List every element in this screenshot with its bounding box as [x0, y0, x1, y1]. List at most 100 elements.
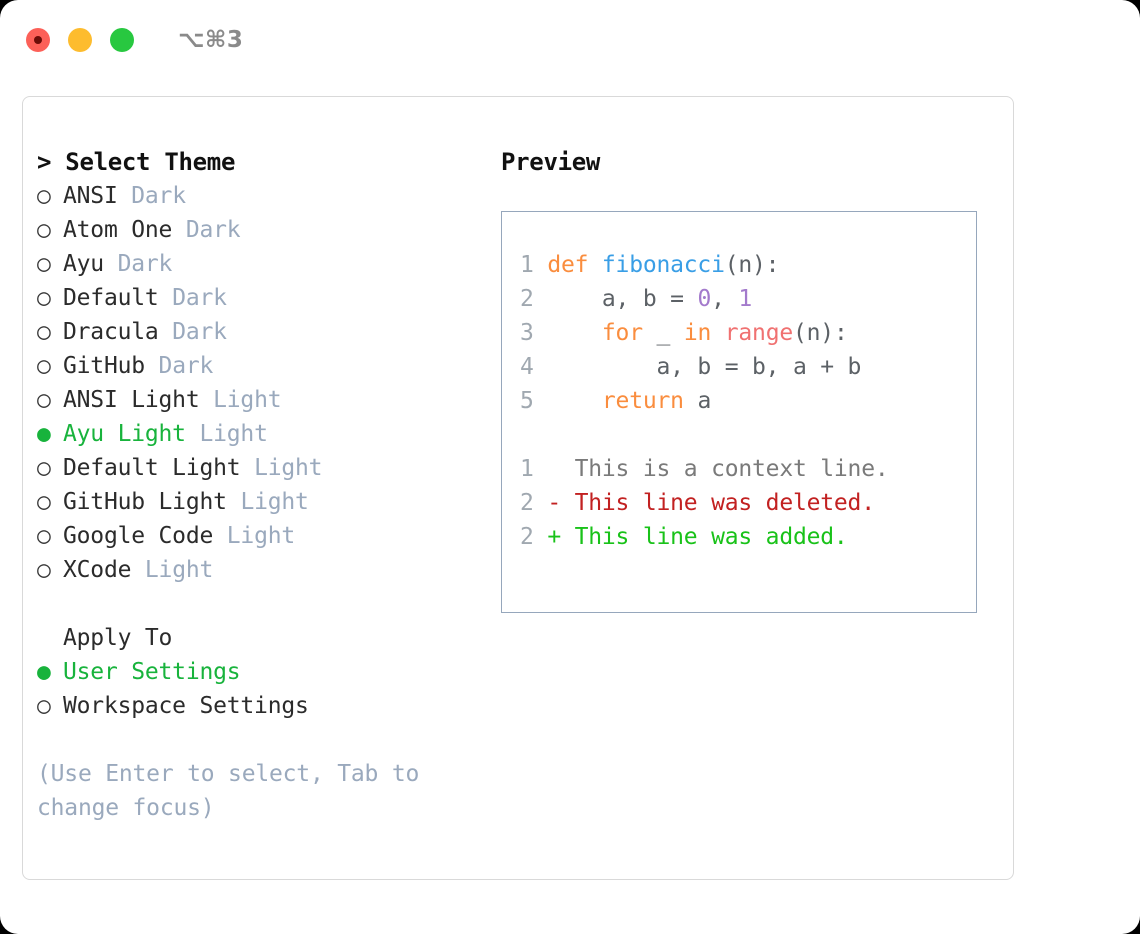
- theme-option-label: Dracula: [63, 319, 159, 345]
- recording-indicator-icon: [34, 36, 42, 44]
- line-number: 5: [520, 388, 534, 414]
- theme-option-default[interactable]: ○ Default Dark: [37, 281, 487, 315]
- theme-option-default-light[interactable]: ○ Default Light Light: [37, 451, 487, 485]
- code-token: ,: [711, 286, 739, 312]
- apply-to-option-label: User Settings: [63, 659, 241, 685]
- radio-unselected-icon: ○: [37, 455, 51, 481]
- code-token: (n):: [724, 252, 780, 278]
- theme-selector-column: > Select Theme ○ANSI Dark○Atom One Dark○…: [37, 145, 487, 825]
- theme-option-label: Atom One: [63, 217, 173, 243]
- theme-option-kind: Dark: [131, 183, 186, 209]
- theme-option-ansi-light[interactable]: ○ ANSI Light Light: [37, 383, 487, 417]
- theme-option-github[interactable]: ○GitHub Dark: [37, 349, 487, 383]
- theme-option-xcode[interactable]: ○ XCode Light: [37, 553, 487, 587]
- code-token: 1: [738, 286, 753, 312]
- diff-text: This line was deleted.: [574, 490, 875, 516]
- close-button[interactable]: [26, 28, 50, 52]
- radio-unselected-icon: ○: [37, 217, 51, 243]
- radio-unselected-icon: ○: [37, 489, 51, 515]
- radio-unselected-icon: ○: [37, 557, 51, 583]
- code-token: (n):: [793, 320, 848, 346]
- apply-to-option-label: Workspace Settings: [63, 693, 309, 719]
- radio-selected-icon: ●: [37, 659, 51, 685]
- code-token: def: [547, 252, 602, 278]
- code-token: fibonacci: [601, 252, 725, 278]
- diff-line-add: 2 + This line was added.: [520, 520, 976, 554]
- diff-preview: 1 This is a context line.2 - This line w…: [520, 452, 976, 554]
- maximize-button[interactable]: [110, 28, 134, 52]
- section-spacer: [37, 587, 487, 621]
- theme-option-kind: Dark: [185, 217, 241, 243]
- radio-unselected-icon: ○: [37, 693, 51, 719]
- main-panel: > Select Theme ○ANSI Dark○Atom One Dark○…: [22, 96, 1014, 880]
- theme-option-label: Default: [63, 285, 159, 311]
- panel-columns: > Select Theme ○ANSI Dark○Atom One Dark○…: [23, 97, 1015, 881]
- theme-option-kind: Light: [213, 387, 282, 413]
- theme-option-kind: Dark: [158, 353, 214, 379]
- code-token: [547, 320, 602, 346]
- theme-option-label: ANSI Light: [63, 387, 200, 413]
- diff-marker: +: [547, 524, 575, 550]
- theme-option-dracula[interactable]: ○ Dracula Dark: [37, 315, 487, 349]
- line-number: 3: [520, 320, 534, 346]
- theme-option-ayu[interactable]: ○ Ayu Dark: [37, 247, 487, 281]
- theme-option-kind: Light: [254, 455, 323, 481]
- theme-option-kind: Light: [144, 557, 214, 583]
- theme-option-kind: Dark: [172, 285, 227, 311]
- apply-to-option-workspace-settings[interactable]: ○ Workspace Settings: [37, 689, 487, 723]
- line-number: 2: [520, 490, 534, 516]
- code-token: range: [724, 320, 794, 346]
- code-token: [711, 320, 725, 346]
- radio-unselected-icon: ○: [37, 387, 51, 413]
- theme-option-label: XCode: [63, 557, 132, 583]
- theme-list: ○ANSI Dark○Atom One Dark○Ayu Dark○Defaul…: [37, 179, 487, 587]
- theme-option-google-code[interactable]: ○Google Code Light: [37, 519, 487, 553]
- line-number: 2: [520, 286, 534, 312]
- radio-unselected-icon: ○: [37, 251, 51, 277]
- code-token: [547, 388, 602, 414]
- theme-option-kind: Dark: [117, 251, 173, 277]
- code-token: _: [642, 320, 684, 346]
- theme-option-label: GitHub: [63, 353, 145, 379]
- theme-option-label: Default Light: [63, 455, 241, 481]
- diff-line-ctx: 1 This is a context line.: [520, 452, 976, 486]
- theme-option-github-light[interactable]: ○GitHub Light Light: [37, 485, 487, 519]
- code-diff-spacer: [520, 418, 976, 452]
- window-controls: [26, 28, 134, 52]
- code-line: 2 a, b = 0, 1: [520, 282, 976, 316]
- preview-column: Preview 1 def fibonacci(n):2 a, b = 0, 1…: [501, 145, 1001, 613]
- line-number: 1: [520, 252, 534, 278]
- code-token: for: [601, 320, 643, 346]
- select-theme-heading: > Select Theme: [37, 148, 236, 176]
- code-line: 3 for _ in range(n):: [520, 316, 976, 350]
- radio-unselected-icon: ○: [37, 183, 51, 209]
- theme-option-kind: Light: [199, 421, 268, 447]
- code-line: 4 a, b = b, a + b: [520, 350, 976, 384]
- code-token: 0: [697, 286, 712, 312]
- theme-option-kind: Light: [240, 489, 309, 515]
- theme-option-ansi[interactable]: ○ANSI Dark: [37, 179, 487, 213]
- theme-option-label: Ayu: [63, 251, 104, 277]
- radio-unselected-icon: ○: [37, 319, 51, 345]
- theme-option-kind: Dark: [172, 319, 227, 345]
- diff-marker: [547, 456, 574, 482]
- diff-marker: -: [547, 490, 575, 516]
- code-token: a, b = b, a + b: [547, 354, 862, 380]
- line-number: 2: [520, 524, 534, 550]
- theme-option-ayu-light[interactable]: ●Ayu Light Light: [37, 417, 487, 451]
- radio-unselected-icon: ○: [37, 285, 51, 311]
- minimize-button[interactable]: [68, 28, 92, 52]
- title-bar: ⌥⌘3: [0, 0, 1140, 80]
- code-token: in: [683, 320, 712, 346]
- theme-option-label: Google Code: [63, 523, 214, 549]
- apply-to-option-user-settings[interactable]: ● User Settings: [37, 655, 487, 689]
- line-number: 4: [520, 354, 534, 380]
- theme-option-atom-one[interactable]: ○ Atom One Dark: [37, 213, 487, 247]
- code-line: 5 return a: [520, 384, 976, 418]
- keyboard-shortcut-label: ⌥⌘3: [178, 27, 244, 53]
- code-line: 1 def fibonacci(n):: [520, 248, 976, 282]
- diff-line-del: 2 - This line was deleted.: [520, 486, 976, 520]
